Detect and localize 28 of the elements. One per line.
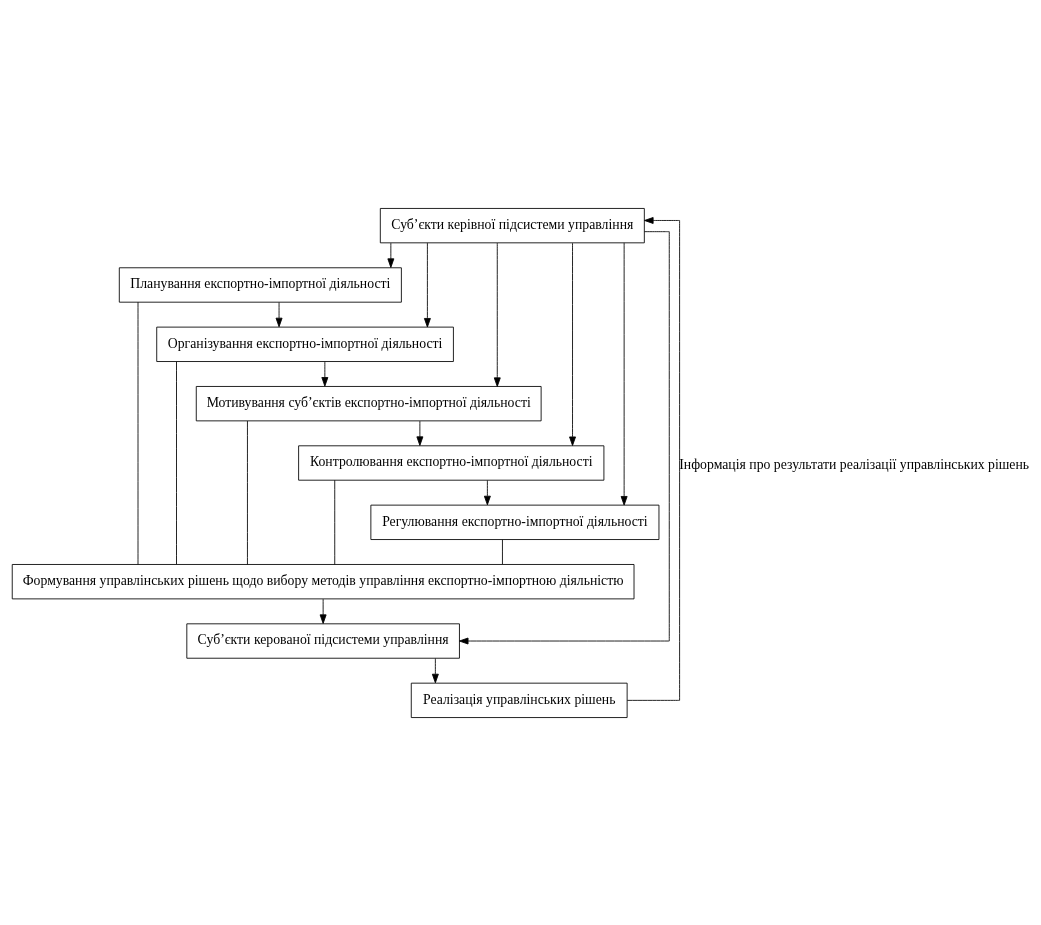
arrow	[459, 230, 670, 644]
connector	[334, 479, 336, 565]
connector	[502, 538, 503, 565]
arrow	[387, 242, 395, 268]
arrow	[275, 301, 283, 327]
arrow	[319, 598, 327, 624]
arrow	[423, 241, 431, 327]
edge-label: Інформація про результати реалізації управлінських рішень	[679, 456, 1030, 472]
node-box: Мотивування суб’єктів експортно-імпортної діяльності	[195, 385, 542, 421]
node-box: Суб’єкти керованої підсистеми управління	[186, 622, 460, 659]
connector	[176, 360, 177, 565]
node-box: Реалізація управлінських рішень	[410, 682, 628, 718]
arrow	[569, 242, 576, 446]
node-box: Суб’єкти керівної підсистеми управління	[379, 207, 645, 243]
node-box: Регулювання експортно-імпортної діяльності	[370, 504, 660, 540]
connector	[247, 420, 248, 565]
node-box: Планування експортно-імпортної діяльності	[118, 266, 402, 303]
arrow	[626, 216, 681, 701]
arrow	[483, 479, 491, 505]
arrow	[620, 241, 628, 505]
node-box: Організування експортно-імпортної діяльності	[156, 326, 454, 362]
arrow	[493, 242, 501, 387]
node-box: Контролювання експортно-імпортної діяльності	[298, 444, 605, 481]
arrow	[321, 360, 329, 387]
node-box: Формування управлінських рішень щодо вибору методів управління експортно-імпортною діяльністю	[11, 563, 635, 599]
arrow	[431, 657, 439, 683]
connector	[137, 301, 139, 565]
arrow	[416, 420, 424, 446]
